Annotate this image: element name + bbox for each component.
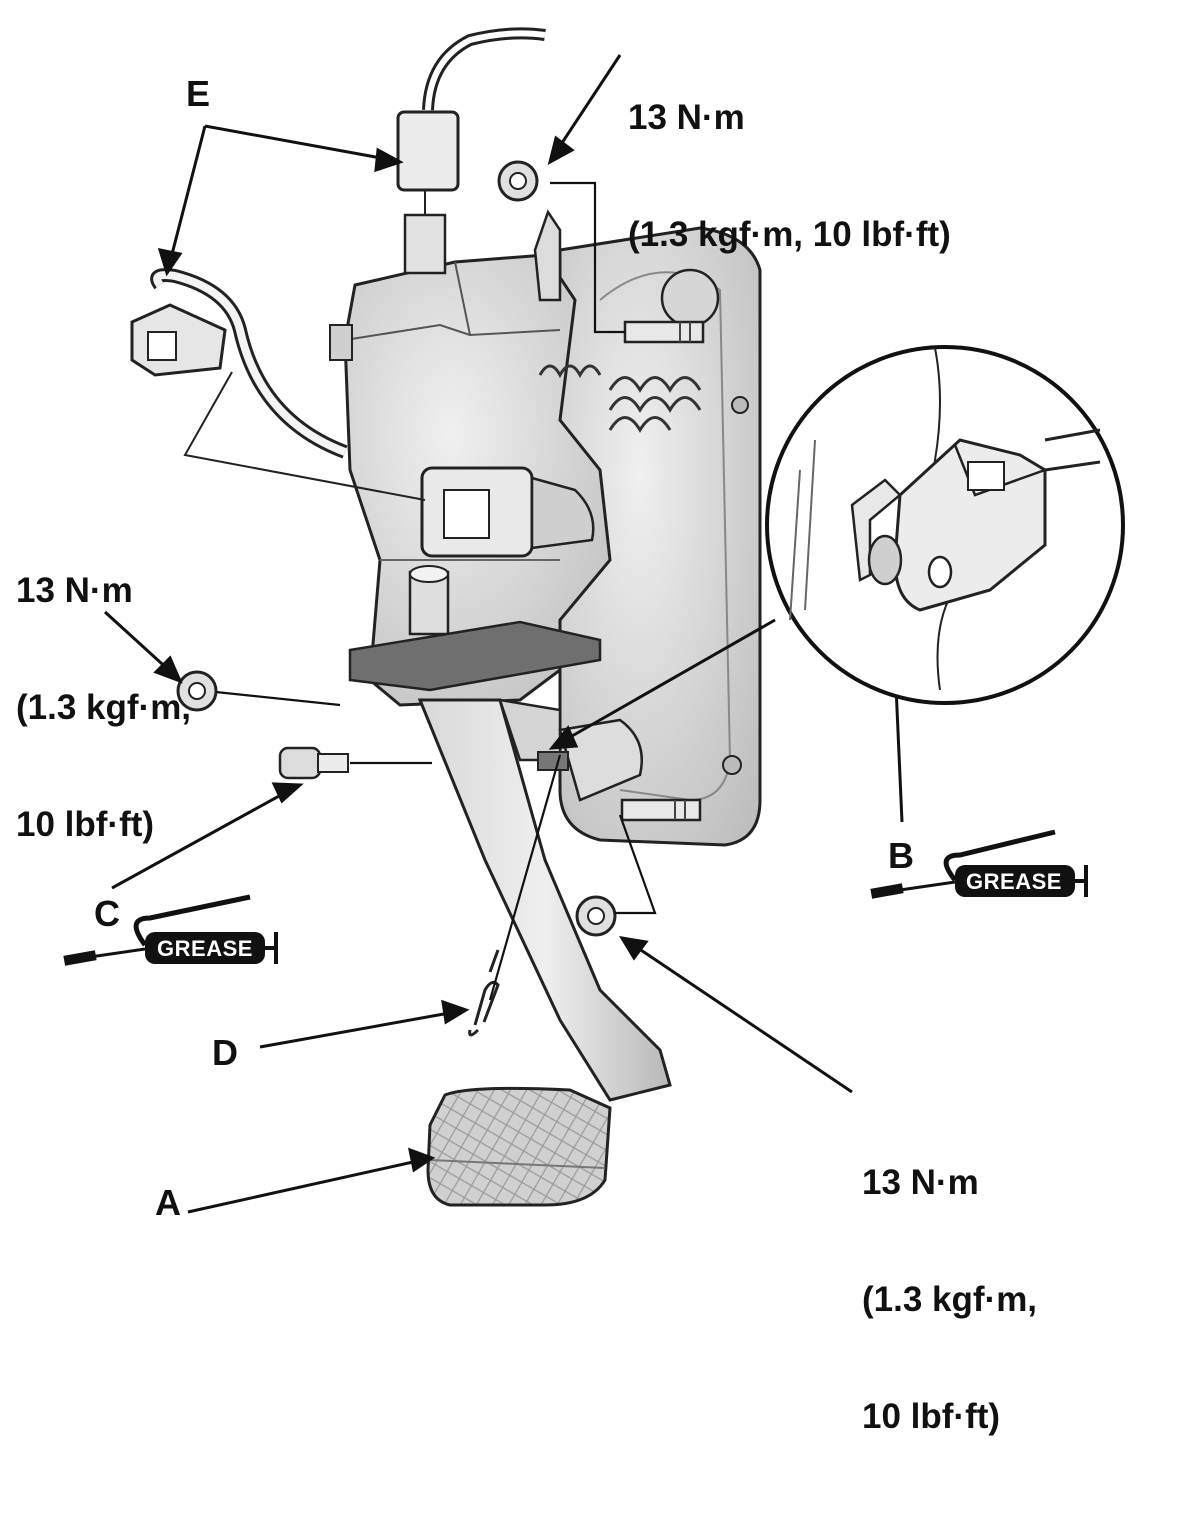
lock-pin-d — [468, 949, 500, 1037]
torque-spec-bottom-right: 13 N·m (1.3 kgf·m, 10 lbf·ft) — [862, 1085, 1037, 1514]
return-spring — [538, 364, 702, 433]
torque-br-line-3: 10 lbf·ft) — [862, 1397, 1001, 1436]
label-e: E — [186, 73, 211, 114]
torque-left-line-2: (1.3 kgf·m, — [16, 688, 192, 727]
pedal-assembly-diagram: GREASE GREASE — [63, 27, 1125, 1214]
torque-top-line-1: 13 N·m — [628, 98, 745, 137]
connector-e-top — [396, 27, 546, 275]
pedal-bracket-body — [329, 209, 702, 707]
label-a: A — [155, 1182, 181, 1223]
pedal-pad — [426, 1086, 612, 1207]
grease-symbol-b: GREASE — [870, 829, 1088, 899]
stopper-bolt — [408, 565, 450, 636]
label-d: D — [212, 1032, 238, 1073]
nut-bottom — [575, 895, 617, 937]
brake-pedal-position-switch — [420, 466, 595, 558]
nut-top — [497, 160, 539, 202]
grease-symbol-c: GREASE — [63, 894, 278, 966]
diagram-stage: GREASE GREASE E B C D A 13 N·m (1.3 kgf·… — [16, 20, 1125, 1436]
brake-pedal — [417, 698, 672, 1207]
mounting-bracket — [558, 226, 762, 847]
torque-left-line-1: 13 N·m — [16, 571, 133, 610]
pivot-bolt-c — [278, 746, 349, 780]
nut-left — [176, 670, 218, 712]
torque-br-line-1: 13 N·m — [862, 1163, 979, 1202]
torque-spec-left: 13 N·m (1.3 kgf·m, 10 lbf·ft) — [16, 493, 191, 922]
leader-lines — [215, 181, 657, 1001]
torque-top-line-2: (1.3 kgf·m, 10 lbf·ft) — [628, 215, 951, 254]
harness-e-left — [130, 268, 426, 501]
torque-spec-top: 13 N·m (1.3 kgf·m, 10 lbf·ft) — [628, 20, 951, 332]
torque-left-line-3: 10 lbf·ft) — [16, 805, 155, 844]
label-c: C — [94, 893, 120, 934]
grease-label-c: GREASE — [157, 936, 253, 961]
detail-inset-b — [765, 345, 1125, 705]
bottom-bolt — [620, 798, 702, 822]
torque-br-line-2: (1.3 kgf·m, — [862, 1280, 1038, 1319]
grease-label-b: GREASE — [966, 869, 1062, 894]
label-b: B — [888, 835, 914, 876]
